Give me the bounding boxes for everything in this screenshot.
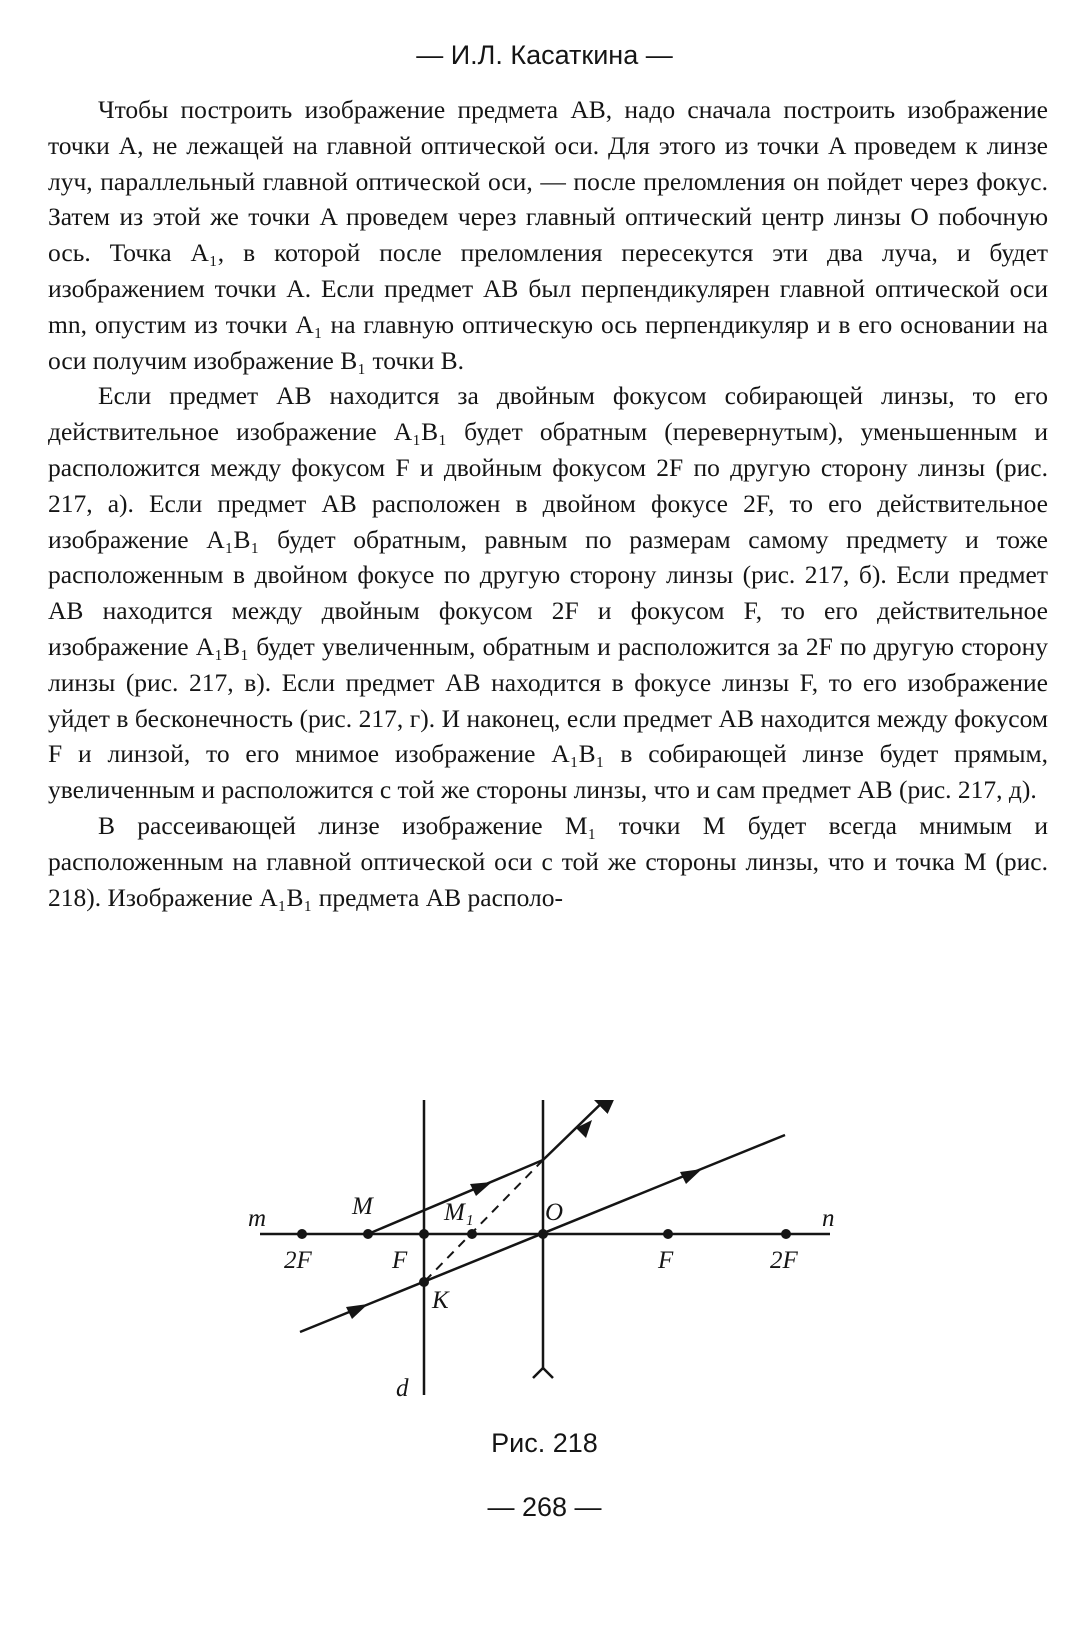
figure-218: c d m n M M₁ O K F F 2F 2F [200, 1069, 900, 1430]
label-2F-left: 2F [284, 1247, 313, 1274]
paragraph-1: Чтобы построить изображение предмета AB,… [48, 95, 1048, 375]
page-number: — 268 — [487, 1492, 602, 1522]
dashed-extension [423, 1159, 544, 1283]
point-M [363, 1229, 373, 1239]
label-d: d [396, 1375, 409, 1402]
point-F-left [419, 1229, 429, 1239]
label-O: O [545, 1199, 563, 1226]
point-K [419, 1277, 429, 1287]
label-F-left: F [391, 1247, 408, 1274]
point-F-right [663, 1229, 673, 1239]
running-header: — И.Л. Касаткина — [416, 40, 673, 70]
point-O [538, 1229, 548, 1239]
figure-caption: Рис. 218 [491, 1428, 598, 1458]
label-n: n [822, 1205, 835, 1232]
label-M1: M₁ [443, 1199, 474, 1226]
arrow-head [680, 1169, 702, 1184]
refracted-ray-upper [542, 1084, 621, 1161]
point-2F-right [781, 1229, 791, 1239]
arrow-head [346, 1304, 368, 1319]
arrow-head [470, 1182, 492, 1196]
body-text: Чтобы построить изображение предмета AB,… [48, 92, 1048, 915]
paragraph-2: Если предмет AB находится за двойным фок… [48, 381, 1048, 805]
label-F-right: F [657, 1247, 674, 1274]
label-M: M [351, 1193, 374, 1220]
label-K: K [431, 1287, 450, 1314]
point-2F-left [297, 1229, 307, 1239]
label-2F-right: 2F [770, 1247, 799, 1274]
incident-ray-upper [367, 1158, 544, 1236]
point-M1 [467, 1229, 477, 1239]
arrow-head [576, 1120, 592, 1138]
paragraph-3: В рассеивающей линзе изображение M₁ точк… [48, 810, 1048, 912]
diverging-lens-diagram: c d m n M M₁ O K F F 2F 2F [248, 1069, 835, 1402]
label-m: m [248, 1205, 266, 1232]
